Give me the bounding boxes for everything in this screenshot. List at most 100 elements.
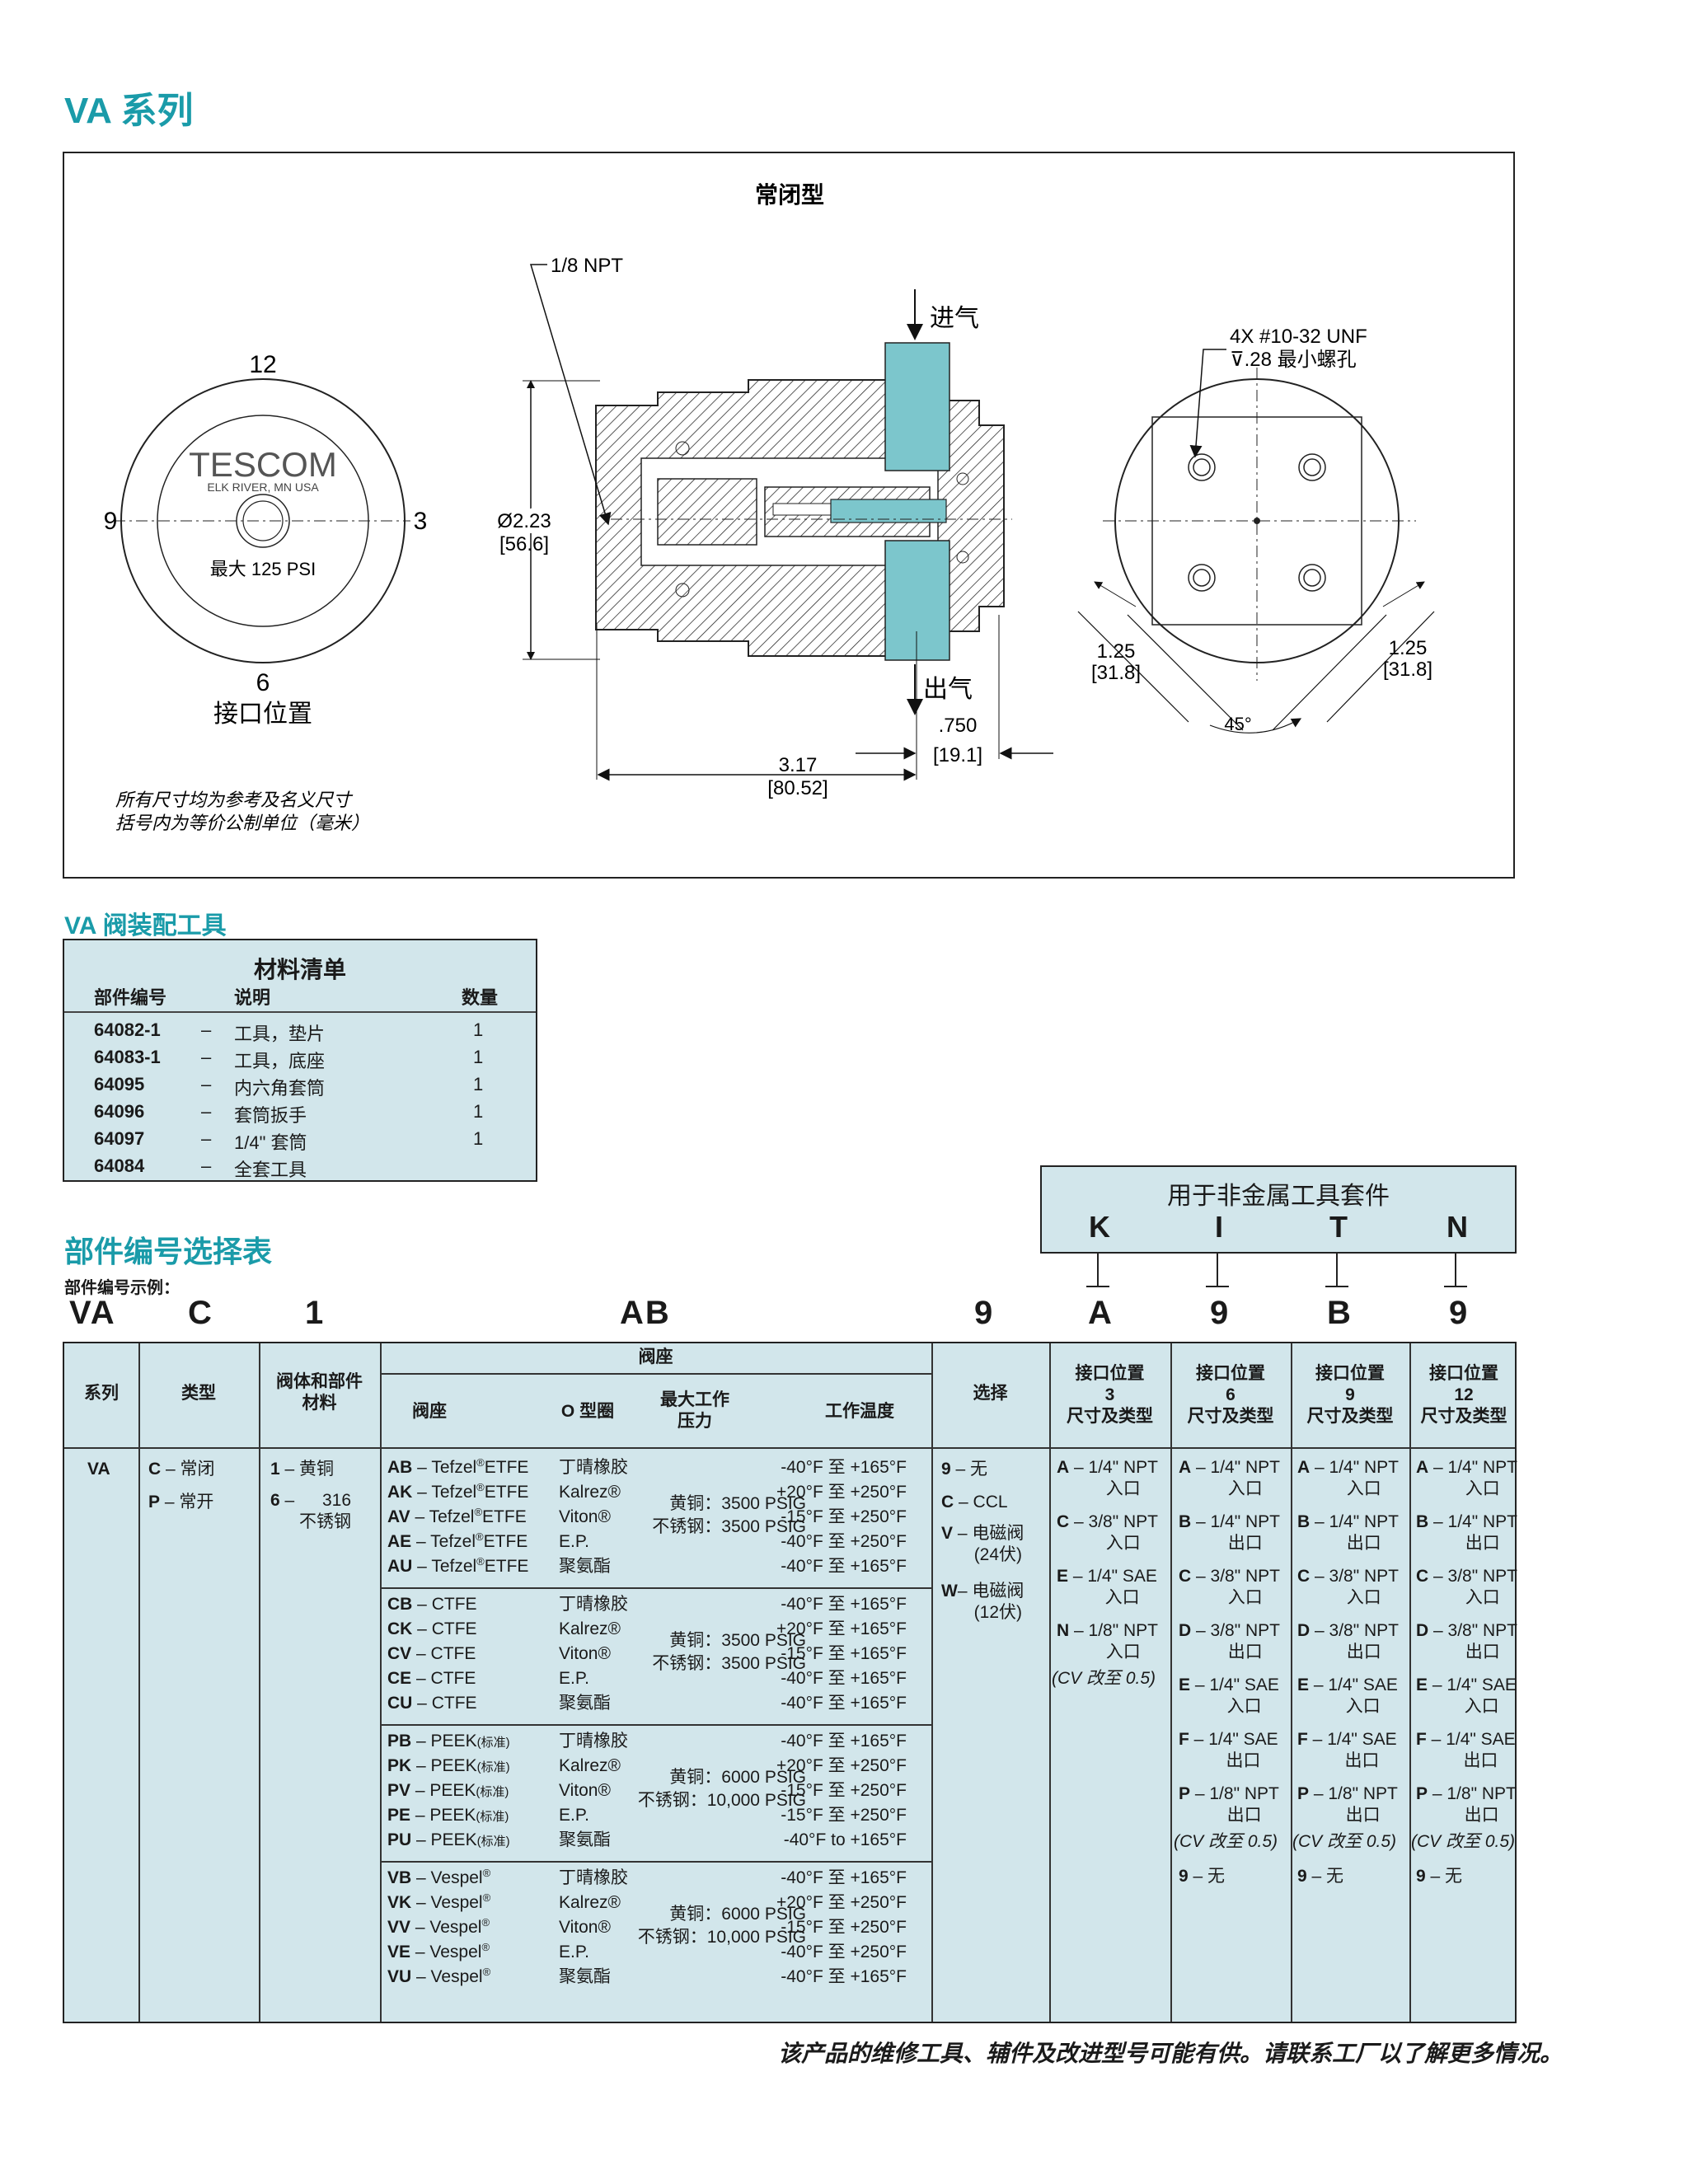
port-option: A – 1/4" NPT 入口 (1297, 1458, 1400, 1498)
type-item: C – 常闭 (148, 1460, 215, 1479)
thread-spec: 4X #10-32 UNF (1230, 326, 1367, 348)
oring-value: 丁晴橡胶 (559, 1732, 628, 1750)
oring-value: Viton® (559, 1918, 611, 1937)
temp-value: -40°F to +165°F (783, 1830, 907, 1849)
port-option: A – 1/4" NPT 入口 (1179, 1458, 1281, 1498)
pressure-value: 不锈钢：10,000 PSIG (637, 1928, 806, 1947)
temp-value: -40°F 至 +165°F (781, 1595, 907, 1614)
selection-table: 系列 类型 阀体和部件 材料 阀座 阀座 O 型圈 最大工作 压力 工作温度 选… (63, 1342, 1517, 2023)
oring-value: Viton® (559, 1781, 611, 1800)
port-option: E – 1/4" SAE 入口 (1179, 1675, 1279, 1716)
seat-code: VB – Vespel® (387, 1867, 491, 1887)
oring-value: Viton® (559, 1644, 611, 1663)
diameter-dim: Ø2.23 (497, 510, 551, 532)
npt-label: 1/8 NPT (551, 255, 623, 277)
hdr-port12: 接口位置 12 尺寸及类型 (1420, 1364, 1507, 1426)
bom-col-part: 部件编号 (94, 987, 167, 1008)
port-option: C – 3/8" NPT 入口 (1179, 1567, 1281, 1607)
hdr-oring: O 型圈 (560, 1402, 615, 1421)
seat-code: CK – CTFE (387, 1619, 477, 1638)
example-seat: AB (620, 1295, 671, 1331)
port-option: F – 1/4" SAE 出口 (1416, 1730, 1516, 1770)
example-type: C (188, 1295, 213, 1331)
hdr-pressure: 最大工作 压力 (660, 1390, 729, 1431)
oring-value: Kalrez® (559, 1756, 621, 1775)
example-port3: A (1088, 1295, 1114, 1331)
pos-9: 9 (104, 508, 118, 535)
option-item: W– 电磁阀 (12伏) (941, 1582, 1025, 1622)
type-item: P – 常开 (148, 1493, 214, 1511)
body-item: 6 – 316 不锈钢 (270, 1491, 352, 1531)
example-series: VA (69, 1295, 116, 1331)
pressure-value: 黄铜：6000 PSIG (669, 1768, 806, 1787)
temp-value: -40°F 至 +165°F (781, 1694, 907, 1713)
temp-value: -40°F 至 +165°F (781, 1557, 907, 1576)
pressure-value: 不锈钢：3500 PSIG (652, 1517, 806, 1536)
port-option: B – 1/4" NPT 出口 (1179, 1512, 1281, 1553)
oring-value: 丁晴橡胶 (559, 1595, 628, 1614)
oring-value: 丁晴橡胶 (559, 1458, 628, 1477)
length-dim-mm: [80.52] (767, 777, 828, 799)
example-option: 9 (974, 1295, 995, 1331)
page-title: VA 系列 (64, 91, 194, 131)
seat-code: AE – Tefzel®ETFE (387, 1530, 528, 1551)
hole-spacing-right-mm: [31.8] (1383, 658, 1432, 681)
oring-value: Kalrez® (559, 1619, 621, 1638)
seat-code: VU – Vespel® (387, 1966, 491, 1986)
cv-note: (CV 改至 0.5) (1174, 1832, 1278, 1851)
port-option: F – 1/4" SAE 出口 (1297, 1730, 1397, 1770)
seat-code: CE – CTFE (387, 1669, 476, 1688)
pressure-value: 不锈钢：10,000 PSIG (637, 1791, 806, 1810)
technical-drawing: 常闭型 TESCOM ELK RIVER, MN USA 最大 125 PSI … (63, 152, 1515, 879)
seat-code: PB – PEEK(标准) (387, 1732, 510, 1750)
temp-value: -15°F 至 +250°F (781, 1918, 907, 1937)
oring-value: E.P. (559, 1669, 589, 1688)
temp-value: +20°F 至 +165°F (776, 1619, 907, 1638)
oring-value: Viton® (559, 1507, 611, 1526)
port-option: B – 1/4" NPT 出口 (1416, 1512, 1518, 1553)
oring-value: E.P. (559, 1532, 589, 1551)
kit-title: 用于非金属工具套件 (1167, 1183, 1390, 1210)
port-none: 9 – 无 (1416, 1867, 1463, 1886)
kit-letter-t: T (1329, 1210, 1348, 1244)
oring-value: Kalrez® (559, 1483, 621, 1502)
port-none: 9 – 无 (1179, 1867, 1226, 1886)
option-item: C – CCL (941, 1493, 1008, 1511)
temp-value: -40°F 至 +165°F (781, 1868, 907, 1887)
port-option: B – 1/4" NPT 出口 (1297, 1512, 1400, 1553)
note-1: 所有尺寸均为参考及名义尺寸 (115, 790, 354, 810)
port-option: P – 1/8" NPT 出口 (1297, 1784, 1398, 1825)
rear-view: 4X #10-32 UNF ⊽.28 最小螺孔 1.25 [31.8] 1.25… (1077, 326, 1435, 734)
port-option: C – 3/8" NPT 入口 (1057, 1512, 1159, 1553)
footer-note: 该产品的维修工具、辅件及改进型号可能有供。请联系工厂以了解更多情况。 (777, 2041, 1563, 2066)
port-option: C – 3/8" NPT 入口 (1297, 1567, 1400, 1607)
oring-value: 聚氨酯 (559, 1557, 611, 1576)
example-port6: 9 (1210, 1295, 1231, 1331)
seat-code: CU – CTFE (387, 1694, 477, 1713)
selection-heading: 部件编号选择表 (64, 1235, 273, 1268)
option-item: V – 电磁阀 (24伏) (941, 1524, 1025, 1564)
example-body: 1 (305, 1295, 326, 1331)
port-option: C – 3/8" NPT 入口 (1416, 1567, 1518, 1607)
hole-spacing-right: 1.25 (1389, 637, 1428, 659)
temp-value: -40°F 至 +165°F (781, 1458, 907, 1477)
note-2: 括号内为等价公制单位（毫米） (115, 813, 369, 833)
offset-dim: .750 (939, 715, 978, 737)
drawing-title: 常闭型 (755, 182, 824, 208)
hdr-port6: 接口位置 6 尺寸及类型 (1187, 1364, 1274, 1426)
cv-note: (CV 改至 0.5) (1292, 1832, 1397, 1851)
diameter-dim-mm: [56.6] (499, 533, 549, 555)
port-option: D – 3/8" NPT 出口 (1179, 1621, 1281, 1661)
hdr-option: 选择 (973, 1384, 1008, 1403)
port-option: F – 1/4" SAE 出口 (1179, 1730, 1278, 1770)
temp-value: -15°F 至 +250°F (781, 1507, 907, 1526)
example-port12: 9 (1449, 1295, 1470, 1331)
pressure-value: 黄铜：3500 PSIG (669, 1494, 806, 1513)
thread-depth: ⊽.28 最小螺孔 (1230, 349, 1357, 371)
brand-sub: ELK RIVER, MN USA (207, 480, 319, 494)
temp-value: -40°F 至 +250°F (781, 1532, 907, 1551)
temp-value: +20°F 至 +250°F (776, 1893, 907, 1912)
